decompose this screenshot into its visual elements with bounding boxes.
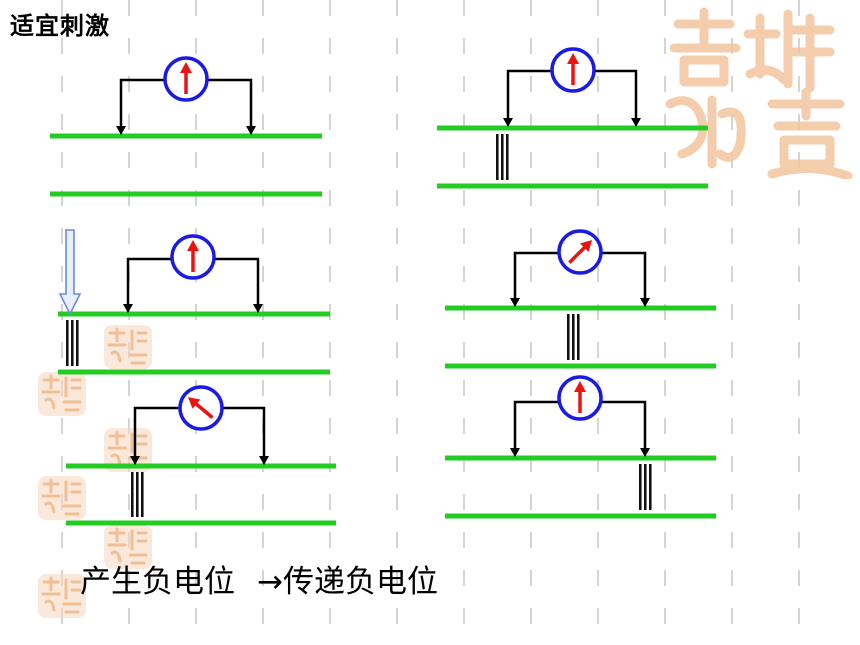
seal-stamp-small bbox=[38, 574, 86, 618]
electrode-wire-left bbox=[119, 78, 164, 132]
galvanometer-needle bbox=[180, 62, 192, 94]
seal-stamp-small bbox=[38, 476, 86, 520]
page-title: 适宜刺激 bbox=[10, 12, 110, 40]
electrode-right-arrowhead bbox=[631, 118, 641, 127]
electrode-left-arrowhead bbox=[123, 304, 133, 313]
electrode-wire-right bbox=[595, 69, 638, 124]
galvanometer-needle bbox=[574, 381, 586, 413]
electrode-right-arrowhead bbox=[640, 448, 650, 457]
electrode-wire-right bbox=[208, 78, 253, 132]
galvanometer-needle bbox=[187, 240, 199, 272]
electrode-wire-left bbox=[513, 251, 558, 304]
electrode-wire-right bbox=[215, 257, 260, 310]
excitation-bars bbox=[639, 464, 652, 510]
electrode-wire-left bbox=[126, 257, 171, 310]
galvanometer-needle bbox=[567, 53, 579, 85]
electrode-wire-right bbox=[602, 400, 647, 454]
electrode-left-arrowhead bbox=[503, 118, 513, 127]
electrode-wire-left bbox=[506, 69, 551, 124]
electrode-right-arrowhead bbox=[253, 304, 263, 313]
caption-part2: 传递负电位 bbox=[282, 564, 438, 600]
electrode-wire-right bbox=[602, 251, 647, 304]
electrode-right-arrowhead bbox=[259, 456, 269, 465]
excitation-bars bbox=[496, 134, 509, 180]
electrode-left-arrowhead bbox=[510, 448, 520, 457]
excitation-bars bbox=[567, 314, 580, 360]
electrode-left-arrowhead bbox=[116, 126, 126, 135]
caption: 产生负电位 →传递负电位 bbox=[80, 556, 438, 601]
seal-stamp-small bbox=[104, 525, 152, 569]
electrode-wire-left bbox=[133, 406, 179, 462]
stimulus-arrow-icon bbox=[58, 229, 82, 316]
galvanometer-needle bbox=[568, 239, 593, 264]
electrode-right-arrowhead bbox=[246, 126, 256, 135]
seal-stamp-large bbox=[665, 7, 853, 179]
electrode-right-arrowhead bbox=[640, 298, 650, 307]
seal-stamp-small bbox=[38, 372, 86, 416]
excitation-bars bbox=[131, 472, 144, 517]
electrode-wire-left bbox=[513, 400, 558, 454]
electrode-left-arrowhead bbox=[510, 298, 520, 307]
galvanometer-needle bbox=[187, 397, 214, 419]
electrode-left-arrowhead bbox=[130, 456, 140, 465]
caption-part1: 产生负电位 bbox=[80, 564, 235, 600]
seal-stamp-small bbox=[104, 325, 152, 369]
excitation-bars bbox=[66, 320, 79, 366]
caption-arrow: → bbox=[257, 564, 283, 600]
electrode-wire-right bbox=[223, 406, 266, 462]
